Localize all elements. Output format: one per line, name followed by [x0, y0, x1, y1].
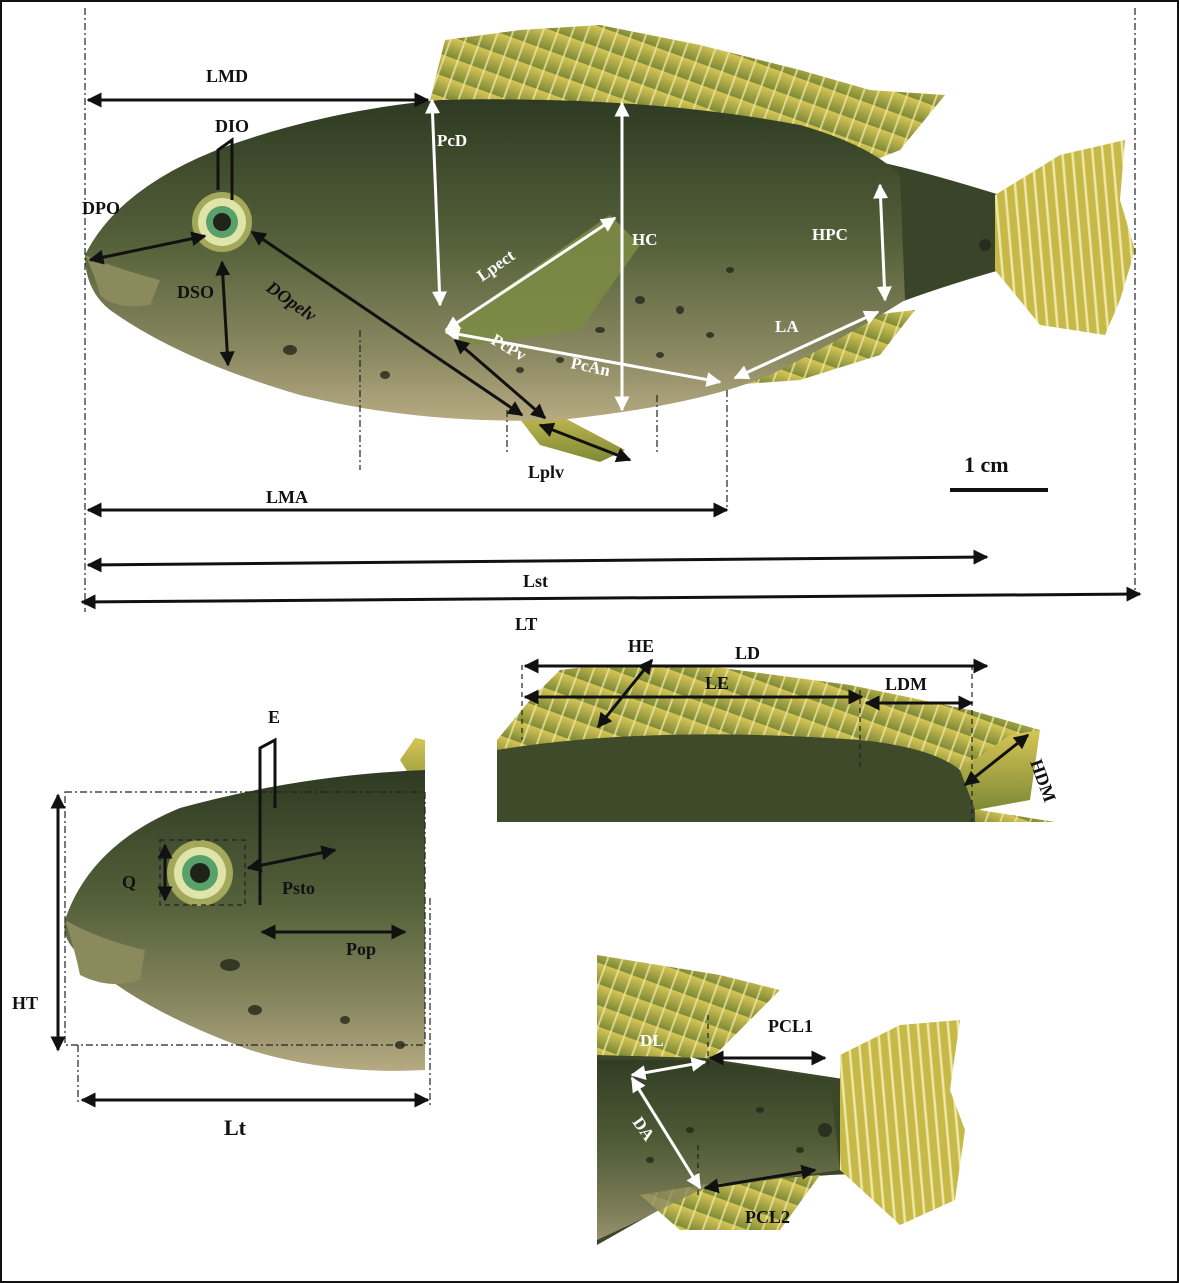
label-pcl2: PCL2 — [745, 1207, 790, 1227]
tail-panel — [597, 955, 965, 1245]
label-dpo: DPO — [82, 198, 120, 218]
label-pop: Pop — [346, 939, 376, 959]
scale-bar-label: 1 cm — [964, 452, 1009, 477]
dorsal-fin-panel — [497, 660, 1055, 822]
label-hc: HC — [632, 230, 658, 249]
label-lt-small: Lt — [224, 1115, 247, 1140]
label-dio: DIO — [215, 116, 249, 136]
label-psto: Psto — [282, 878, 315, 898]
caudal-fin — [995, 140, 1135, 335]
label-q: Q — [122, 872, 136, 892]
label-ht: HT — [12, 993, 38, 1013]
label-ld: LD — [735, 643, 760, 663]
label-lt: LT — [515, 614, 537, 634]
label-dso: DSO — [177, 282, 214, 302]
label-e: E — [268, 707, 280, 727]
label-pcd: PcD — [437, 131, 467, 150]
label-lplv: Lplv — [528, 462, 564, 482]
label-pcl1: PCL1 — [768, 1016, 813, 1036]
label-la: LA — [775, 317, 799, 336]
label-le: LE — [705, 673, 729, 693]
arrow-lst — [88, 557, 987, 565]
label-lst: Lst — [523, 571, 548, 591]
label-ldm: LDM — [885, 674, 927, 694]
arrow-lt — [82, 594, 1140, 602]
main-eye — [192, 192, 252, 252]
label-he: HE — [628, 636, 654, 656]
label-hpc: HPC — [812, 225, 848, 244]
head-eye — [167, 840, 233, 906]
main-fish-drawing — [85, 25, 1135, 462]
label-lmd: LMD — [206, 66, 248, 86]
label-dl: DL — [640, 1031, 664, 1050]
label-lma: LMA — [266, 487, 308, 507]
head-panel — [58, 738, 430, 1105]
